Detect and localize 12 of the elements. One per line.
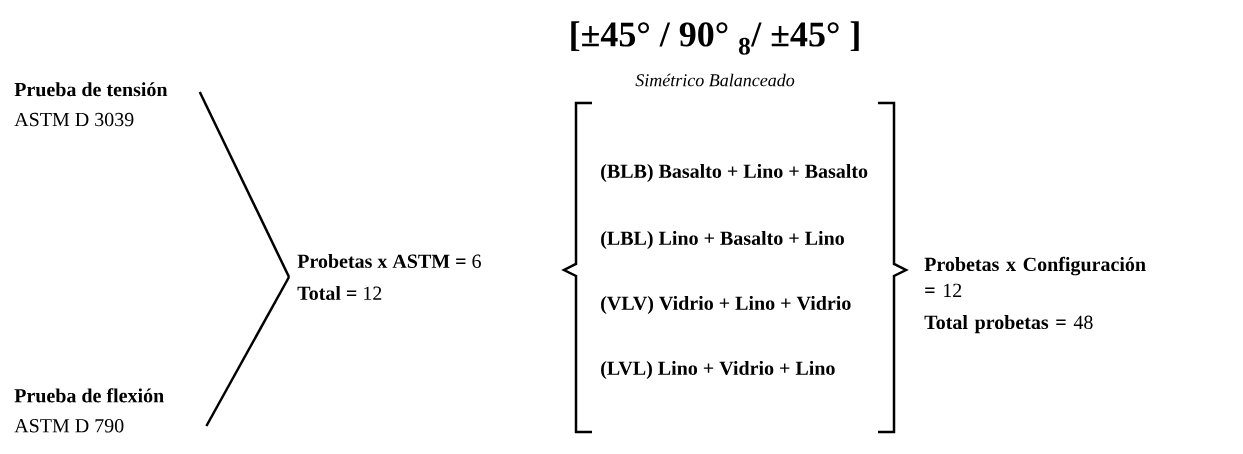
result-text: Probetas x Configuración = 12 Total probetas = 48 — [924, 256, 1146, 334]
configuration-label: (LBL) Lino + Basalto + Lino — [601, 230, 844, 250]
configuration-label: (BLB) Basalto + Lino + Basalto — [601, 163, 868, 183]
result-text: Probetas x ASTM = 6 Total = 12 — [297, 253, 481, 300]
title: [±45° / 90° $_{8}$/ ±45° ] — [571, 21, 859, 55]
test-label: Prueba de tensión ASTM D 3039 — [14, 82, 168, 127]
test-label: Prueba de flexión ASTM D 790 — [14, 388, 164, 433]
configuration-label: (VLV) Vidrio + Lino + Vidrio — [601, 295, 851, 315]
line — [205, 276, 291, 427]
subtitle: Simétrico Balanceado — [635, 73, 795, 87]
line — [198, 91, 291, 278]
configuration-label: (LVL) Lino + Vidrio + Lino — [601, 360, 835, 380]
